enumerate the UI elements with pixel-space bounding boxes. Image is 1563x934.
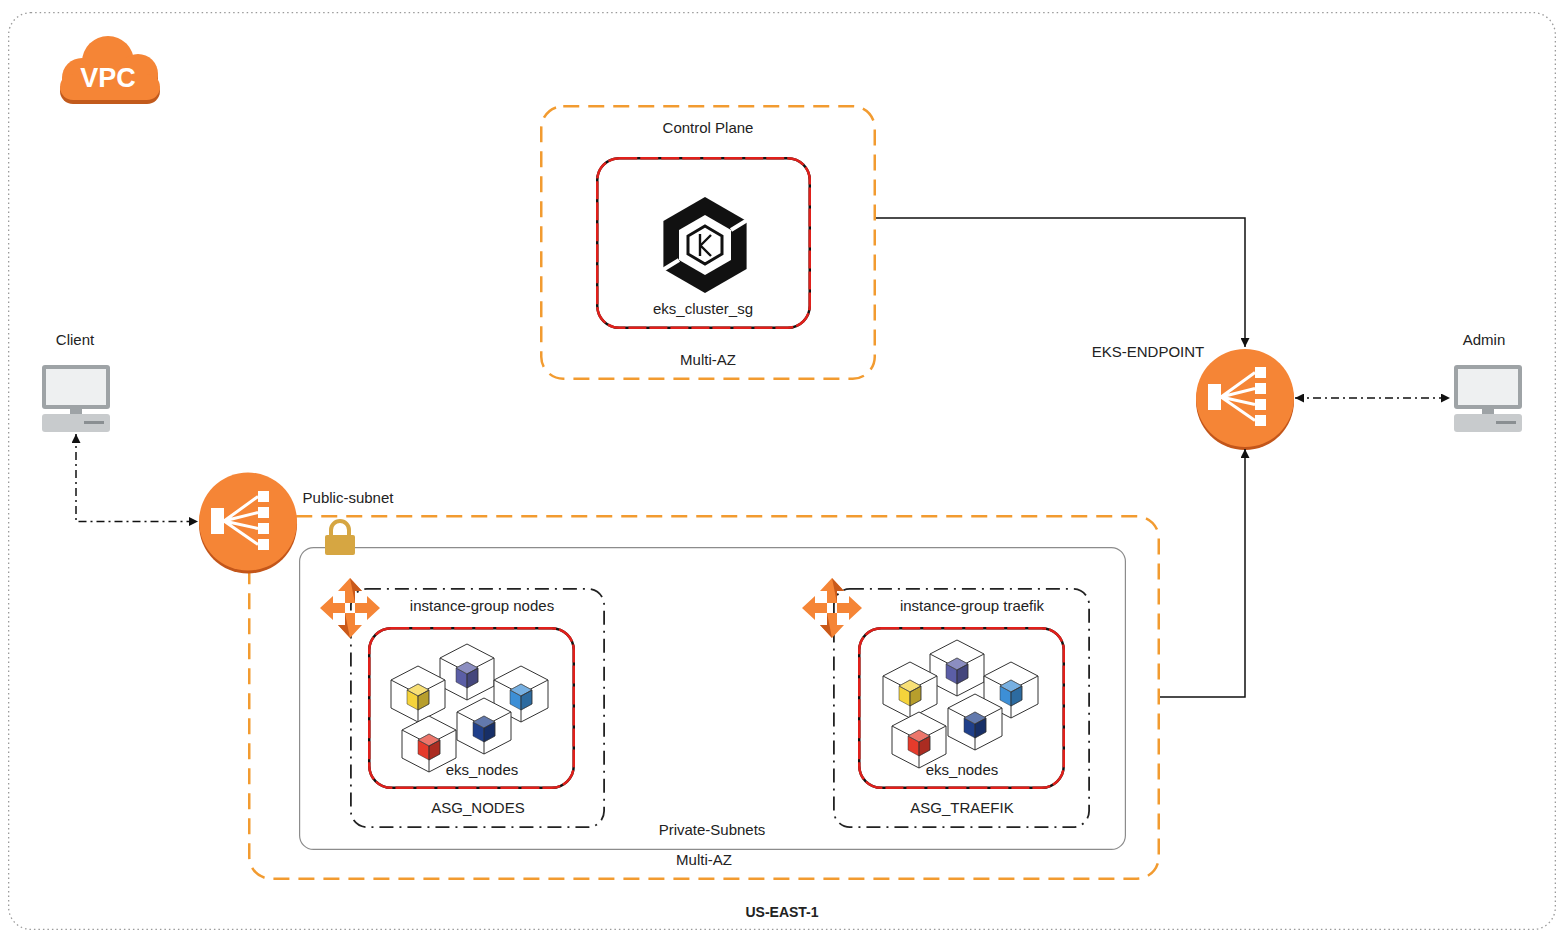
node-label: ASG_TRAEFIK bbox=[910, 799, 1013, 817]
cloud-shadow bbox=[60, 40, 160, 104]
box-border bbox=[9, 13, 1556, 930]
node-label: ASG_NODES bbox=[431, 799, 524, 817]
container-cubes bbox=[883, 640, 1038, 768]
box-border bbox=[859, 628, 1064, 788]
node-outline bbox=[540, 105, 876, 380]
node-outline bbox=[8, 12, 1556, 930]
node-label: VPC bbox=[80, 62, 136, 94]
instance-group-box: instance-group traefikASG_TRAEFIK eks_nod… bbox=[833, 588, 1090, 828]
node-outline bbox=[350, 588, 605, 828]
box-border bbox=[597, 158, 810, 328]
cloud-body bbox=[60, 36, 160, 100]
load-balancer: Public-subnet bbox=[198, 471, 298, 572]
connector bbox=[1295, 397, 1450, 399]
cube bbox=[391, 666, 445, 722]
box-border bbox=[249, 516, 1159, 879]
stand bbox=[70, 409, 82, 414]
connector bbox=[1160, 449, 1245, 697]
admin-computer: Admin bbox=[1450, 330, 1524, 434]
cube bbox=[440, 644, 494, 700]
security-group-box: eks_cluster_sg bbox=[596, 157, 811, 329]
circle-body bbox=[199, 473, 297, 571]
stand bbox=[1482, 409, 1494, 414]
lock-body bbox=[325, 535, 355, 555]
client-computer-icon bbox=[42, 365, 110, 432]
cube bbox=[883, 662, 937, 718]
node-label: eks_nodes bbox=[446, 761, 519, 779]
node-label: US-EAST-1 bbox=[745, 904, 818, 921]
connector bbox=[76, 434, 198, 522]
logo-ring bbox=[663, 197, 746, 293]
lock-icon bbox=[325, 521, 355, 555]
node-label: EKS-ENDPOINT bbox=[1092, 343, 1205, 361]
autoscaling-icon bbox=[802, 578, 862, 638]
security-group-box: eks_nodes bbox=[858, 627, 1065, 789]
cube bbox=[494, 666, 548, 722]
cube bbox=[984, 662, 1038, 718]
box-border bbox=[834, 589, 1089, 827]
node-outline bbox=[198, 471, 298, 572]
node-label: Admin bbox=[1463, 331, 1506, 349]
vpc-cloud-icon bbox=[60, 36, 160, 104]
admin-computer-icon bbox=[1454, 365, 1522, 432]
container-cubes bbox=[391, 644, 548, 772]
box-border bbox=[541, 106, 875, 379]
cube bbox=[930, 640, 984, 696]
cube bbox=[892, 712, 946, 768]
node-label: Client bbox=[56, 331, 94, 349]
node-outline bbox=[1195, 347, 1295, 449]
keyboard bbox=[42, 414, 110, 432]
logo-gap bbox=[661, 219, 749, 271]
subnet-box: Private-Subnets instance-group nodesASG_N… bbox=[299, 547, 1126, 850]
box-border bbox=[351, 589, 604, 827]
kubernetes-logo bbox=[661, 197, 749, 293]
node-label: Private-Subnets bbox=[659, 821, 766, 839]
node-label: Multi-AZ bbox=[676, 851, 732, 869]
node-label: eks_cluster_sg bbox=[653, 300, 753, 318]
security-group-box: eks_nodes bbox=[368, 627, 575, 789]
client-computer: Client bbox=[40, 330, 112, 434]
box-border bbox=[369, 628, 574, 788]
logo-inner bbox=[679, 215, 731, 275]
node-label: instance-group traefik bbox=[900, 597, 1044, 615]
monitor bbox=[42, 365, 110, 409]
node-outline bbox=[833, 588, 1090, 828]
lock-shackle bbox=[331, 521, 349, 537]
connector bbox=[876, 218, 1245, 347]
node-label: eks_nodes bbox=[926, 761, 999, 779]
slot bbox=[84, 421, 104, 424]
box-border bbox=[300, 548, 1126, 850]
screen bbox=[46, 369, 106, 405]
keyboard bbox=[1454, 414, 1522, 432]
cube bbox=[457, 698, 511, 754]
box-border bbox=[369, 628, 574, 788]
logo-k-glyph bbox=[700, 234, 711, 256]
node-label: Public-subnet bbox=[303, 489, 394, 507]
logo-hex bbox=[688, 226, 722, 264]
node-label: Multi-AZ bbox=[680, 351, 736, 369]
load-balancer: EKS-ENDPOINT bbox=[1195, 347, 1295, 449]
circle-body bbox=[1196, 349, 1294, 447]
box-border bbox=[859, 628, 1064, 788]
node-label: Control Plane bbox=[663, 119, 754, 137]
screen bbox=[1458, 369, 1518, 405]
box-border bbox=[597, 158, 810, 328]
slot bbox=[1496, 421, 1516, 424]
availability-group: Multi-AZ Private-Subnets instance-group no… bbox=[248, 515, 1160, 880]
instance-group-box: instance-group nodesASG_NODES eks_nodes bbox=[350, 588, 605, 828]
monitor bbox=[1454, 365, 1522, 409]
node-label: instance-group nodes bbox=[410, 597, 554, 615]
vpc-region: VPC US-EAST-1 Control PlaneMulti-AZ eks_clu… bbox=[8, 12, 1556, 930]
cube bbox=[948, 694, 1002, 750]
availability-group: Control PlaneMulti-AZ eks_cluster_sg bbox=[540, 105, 876, 380]
